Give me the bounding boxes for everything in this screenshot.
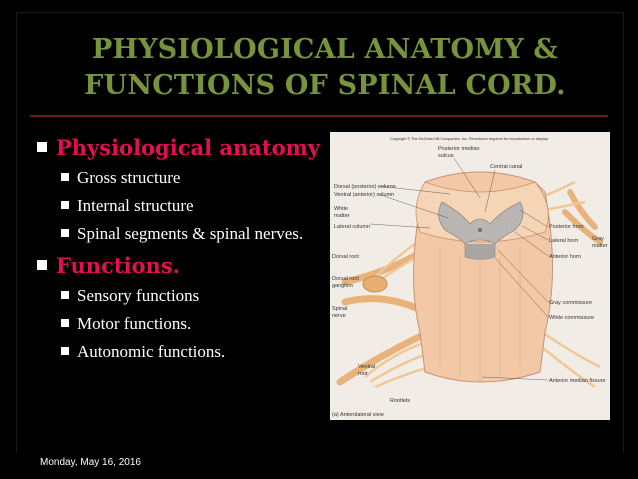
bullet-level2: Internal structure — [61, 193, 326, 218]
label-posterior-horn: Posterior horn — [549, 224, 584, 230]
bullet-text: Gross structure — [77, 168, 181, 187]
bullet-level2: Motor functions. — [61, 311, 326, 336]
bullet-list: Physiological anatomy Gross structure In… — [36, 134, 326, 364]
square-bullet-icon — [61, 201, 69, 209]
square-bullet-icon — [61, 229, 69, 237]
bullet-text: Internal structure — [77, 196, 194, 215]
copyright-text: Copyright © The McGraw-Hill Companies, I… — [390, 137, 548, 141]
bullet-level2: Spinal segments & spinal nerves. — [61, 221, 326, 246]
label-white-matter: White — [334, 206, 348, 212]
label-view: (a) Anterolateral view — [332, 412, 384, 418]
bullet-text: Motor functions. — [77, 314, 192, 333]
bullet-level1: Physiological anatomy — [36, 134, 326, 162]
label-gray-matter-2: matter — [592, 243, 608, 249]
bullet-text: Autonomic functions. — [77, 342, 226, 361]
label-spinal-nerve: Spinal — [332, 306, 347, 312]
label-anterior-horn: Anterior horn — [549, 254, 581, 260]
label-ventral-root-2: root — [358, 371, 368, 377]
label-white-matter-2: matter — [334, 213, 350, 219]
slide-frame — [16, 12, 624, 453]
label-dorsal-root: Dorsal root — [332, 254, 359, 260]
section-heading: Functions — [56, 253, 173, 278]
square-bullet-icon — [61, 173, 69, 181]
label-lateral-horn: Lateral horn — [549, 238, 578, 244]
square-bullet-icon — [61, 319, 69, 327]
bullet-level2: Autonomic functions. — [61, 339, 326, 364]
spinal-cord-diagram: Copyright © The McGraw-Hill Companies, I… — [330, 132, 610, 420]
square-bullet-icon — [37, 142, 47, 152]
bullet-text: Spinal segments & spinal nerves. — [77, 224, 304, 243]
bullet-text: Sensory functions — [77, 286, 200, 305]
bullet-level1: Functions. — [36, 252, 326, 280]
title-line-1: PHYSIOLOGICAL ANATOMY & — [92, 34, 558, 65]
square-bullet-icon — [37, 260, 47, 270]
section-anatomy: Physiological anatomy Gross structure In… — [36, 134, 326, 246]
label-dorsal-column: Dorsal (posterior) column — [334, 184, 396, 190]
title-divider — [30, 115, 608, 117]
square-bullet-icon — [61, 347, 69, 355]
label-rootlets: Rootlets — [390, 398, 410, 404]
slide-title: PHYSIOLOGICAL ANATOMY & FUNCTIONS OF SPI… — [40, 32, 610, 104]
label-lateral-column: Lateral column — [334, 224, 370, 230]
spinal-cord-illustration: Copyright © The McGraw-Hill Companies, I… — [330, 132, 610, 420]
label-anterior-median-fissure: Anterior median fissure — [549, 378, 606, 384]
label-dorsal-root-ganglion: Dorsal root — [332, 276, 359, 282]
bullet-level2: Gross structure — [61, 165, 326, 190]
label-ventral-column: Ventral (anterior) column — [334, 192, 394, 198]
label-spinal-nerve-2: nerve — [332, 313, 346, 319]
label-gray-commissure: Gray commissure — [549, 300, 592, 306]
label-central-canal: Central canal — [490, 164, 522, 170]
square-bullet-icon — [61, 291, 69, 299]
label-ventral-root: Ventral — [358, 364, 375, 370]
section-functions: Functions. Sensory functions Motor funct… — [36, 252, 326, 364]
title-line-2: FUNCTIONS OF SPINAL CORD. — [84, 70, 566, 101]
label-posterior-median-sulcus: Posterior median — [438, 146, 480, 152]
bullet-level2: Sensory functions — [61, 283, 326, 308]
section-heading: Physiological anatomy — [56, 135, 321, 160]
label-white-commissure: White commissure — [549, 315, 594, 321]
label-gray-matter: Gray — [592, 236, 604, 242]
slide-date: Monday, May 16, 2016 — [40, 457, 141, 468]
label-dorsal-root-ganglion-2: ganglion — [332, 283, 353, 289]
label-posterior-median-sulcus-2: sulcus — [438, 153, 454, 159]
